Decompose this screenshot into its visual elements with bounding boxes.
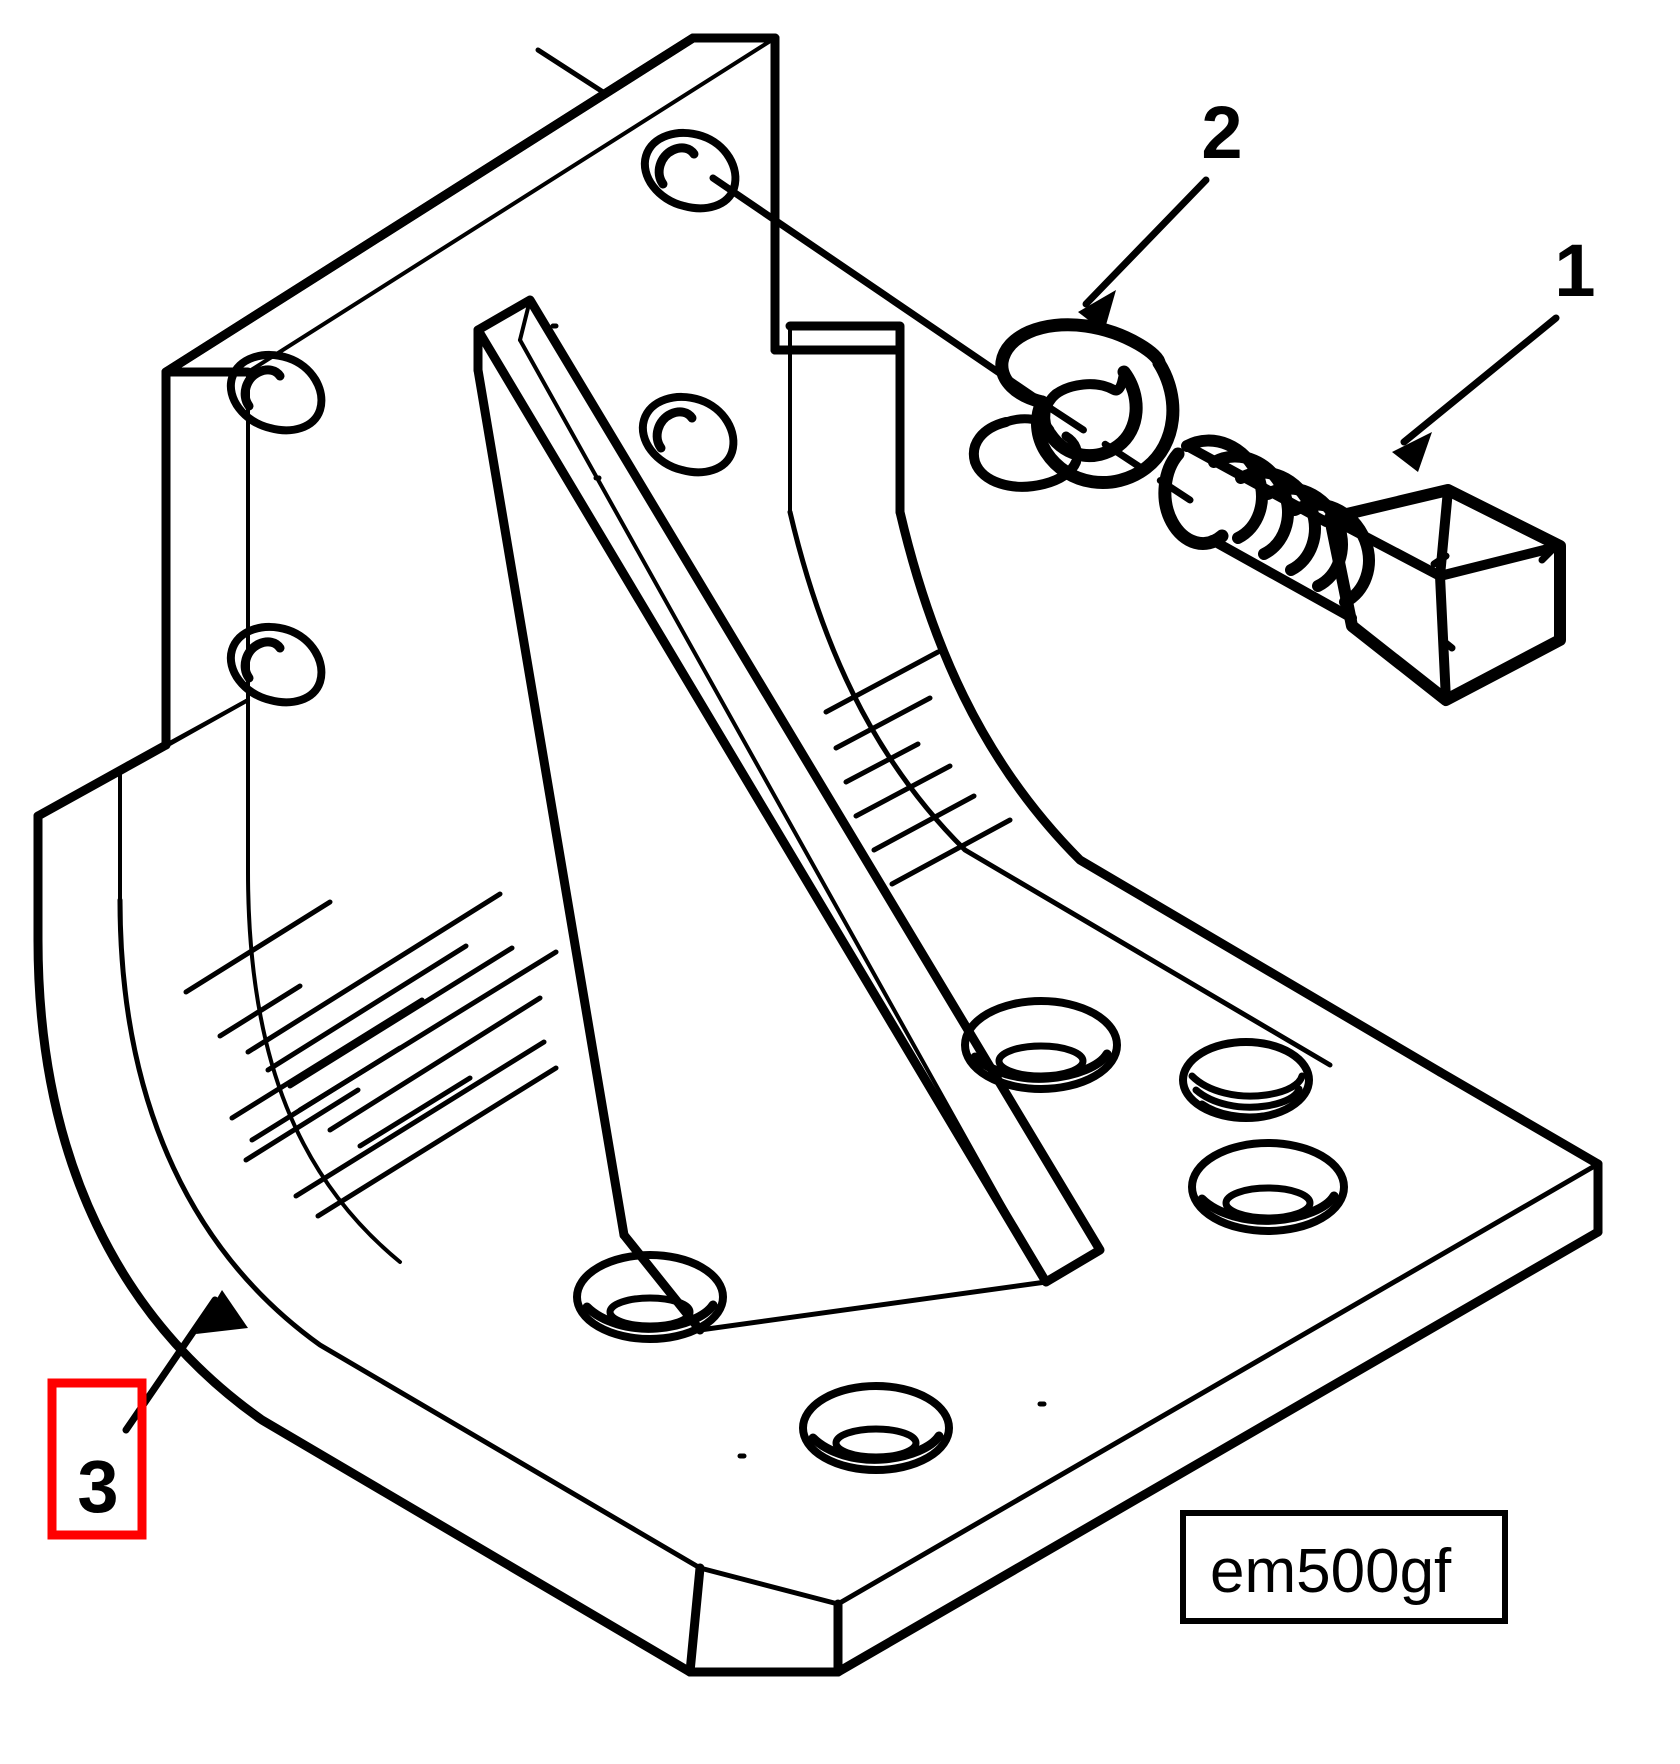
- slot-hole-middle-right-outline: [638, 392, 738, 477]
- callout-3-arrowhead: [196, 1290, 248, 1334]
- right-fillet-hatching: [823, 649, 1013, 887]
- countersunk-hole-1-bore: [995, 1042, 1087, 1080]
- bolt-hex-chamfer-2: [1438, 636, 1456, 652]
- bolt-shank-top-rail: [1182, 441, 1331, 527]
- callout-2-arrowhead: [1078, 290, 1116, 332]
- gusset-rib-outline: [473, 295, 1105, 1287]
- hex-head-bolt: [1158, 434, 1566, 706]
- bolt-shank-end-face: [1158, 447, 1229, 550]
- bolt-hex-chamfer-1: [1430, 552, 1450, 568]
- base-plate-top-left-front-edge: [697, 1565, 841, 1607]
- callout-1-leader-line: [1400, 314, 1560, 446]
- highlight-box-callout-3[interactable]: [47, 1378, 147, 1540]
- countersunk-hole-1-outer: [961, 997, 1121, 1093]
- bolt-hex-facet-4: [1325, 513, 1445, 581]
- slot-hole-upper-right-outline: [640, 128, 740, 213]
- bracket-bend-second-inner-curve: [246, 870, 402, 1264]
- threaded-hole-thread-2: [1192, 1085, 1303, 1111]
- split-lock-washer: [968, 318, 1180, 492]
- countersunk-hole-2-bore: [1222, 1184, 1314, 1222]
- countersunk-hole-2-outer: [1188, 1139, 1348, 1235]
- countersunk-hole-4-bore: [832, 1425, 920, 1461]
- washer-split-tongue: [1051, 367, 1129, 399]
- plate-top-tick: [535, 47, 606, 95]
- figure-label: em500gf: [1180, 1510, 1508, 1624]
- bracket-bend-outer-curve: [33, 935, 695, 1677]
- threaded-hole-thread-1: [1188, 1072, 1306, 1100]
- web-face-hatching: [293, 1039, 559, 1219]
- countersunk-hole-3: [573, 1251, 727, 1343]
- base-plate-right-top-edge: [1435, 1067, 1603, 1169]
- base-plate-left-corner-thickness: [685, 1563, 705, 1677]
- mounting-bracket: [33, 33, 1603, 1677]
- gusset-rib-top-thin: [518, 298, 532, 342]
- base-plate-inner-fillet: [787, 509, 1333, 1068]
- callout-1-label: 1: [1554, 229, 1595, 312]
- centerline-dashed-segment: [1046, 404, 1194, 504]
- washer-split-lower-tip: [1061, 431, 1083, 467]
- gusset-rib-bottom-edge: [697, 1279, 1049, 1333]
- washer-outer-lower-arc: [1031, 356, 1180, 490]
- countersunk-hole-3-outer: [573, 1251, 727, 1343]
- base-plate-front-bottom-edge: [833, 1227, 1603, 1677]
- slot-hole-left-lower-shadow: [240, 637, 285, 683]
- washer-outer-upper-arc: [995, 318, 1166, 409]
- back-plate-top-front-edge: [161, 33, 698, 377]
- countersunk-hole-2: [1188, 1139, 1348, 1235]
- figure-label-text: em500gf: [1210, 1537, 1452, 1606]
- callout-3-label: 3: [77, 1445, 118, 1528]
- slot-hole-middle-right-shadow: [652, 407, 697, 453]
- bolt-shank-bottom-rail: [1207, 535, 1357, 623]
- slot-hole-left-upper-outline: [226, 350, 326, 435]
- assembly-centerline: [709, 174, 1194, 504]
- slot-hole-upper-right-shadow: [654, 143, 699, 189]
- slot-hole-middle-right: [638, 392, 738, 477]
- threaded-hole-thread-3: [1198, 1100, 1268, 1121]
- back-plate-slot-holes: [226, 128, 740, 707]
- centerline-solid-segment: [709, 174, 1046, 406]
- slot-hole-upper-right: [640, 128, 740, 213]
- callout-2-leader-line: [1082, 176, 1210, 308]
- figure-label-box: [1180, 1510, 1508, 1624]
- slot-hole-left-lower-outline: [226, 622, 326, 707]
- gusset-rib-inner-crease: [518, 338, 1048, 1284]
- threaded-hole: [1179, 1038, 1313, 1122]
- gusset-rib-front-face-left: [473, 365, 629, 1240]
- countersunk-hole-4-outer: [799, 1382, 953, 1474]
- bracket-step-thickness: [164, 698, 250, 747]
- washer-inner-arc: [1043, 365, 1143, 463]
- base-plate-holes: [573, 997, 1348, 1474]
- slot-hole-left-lower: [226, 622, 326, 707]
- slot-hole-left-upper-shadow: [240, 365, 285, 411]
- base-plate-right-fillet: [895, 507, 1445, 1077]
- countersunk-hole-1: [961, 997, 1121, 1093]
- base-plate-front-top-edge: [835, 1161, 1601, 1607]
- bolt-hex-facet-2: [1435, 541, 1565, 581]
- bolt-hex-chamfer-3: [1538, 544, 1558, 564]
- washer-split-lower-flange: [968, 417, 1081, 492]
- slot-hole-left-upper: [226, 350, 326, 435]
- callout-arrowheads: [196, 290, 1432, 1334]
- construction-dots: [550, 323, 1047, 1459]
- countersunk-hole-3-bore: [606, 1294, 694, 1330]
- countersunk-hole-4: [799, 1382, 953, 1474]
- base-surface-hatching: [183, 891, 559, 1163]
- callout-2-label: 2: [1201, 91, 1242, 174]
- back-plate-top-back-edge: [246, 36, 777, 374]
- bracket-bend-inner-curve: [117, 897, 703, 1571]
- callout-1-arrowhead: [1392, 432, 1432, 472]
- washer-split-lower-edge: [1001, 414, 1055, 435]
